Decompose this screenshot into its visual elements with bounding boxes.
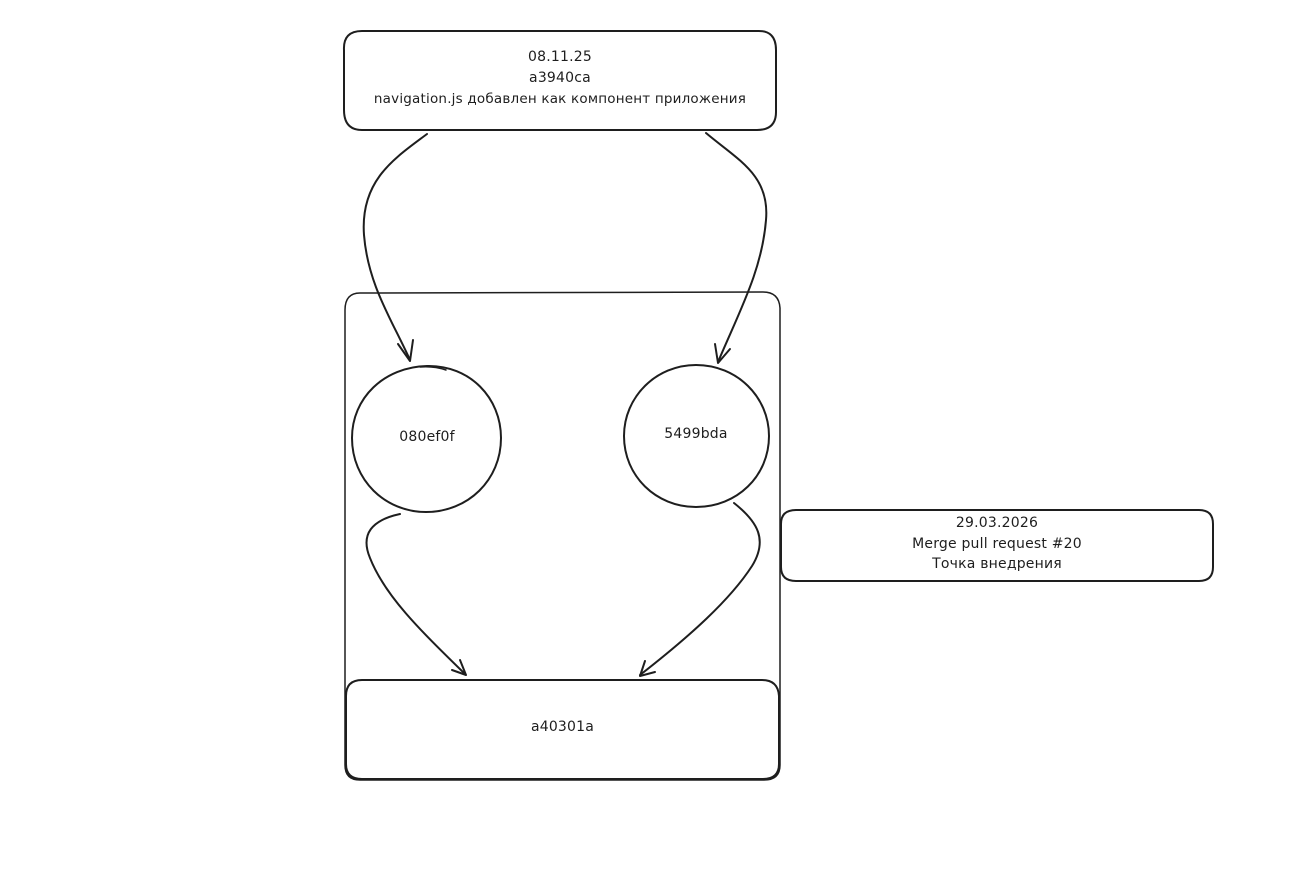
merge-commit-hash: a40301a <box>530 719 595 735</box>
top-commit-hash: a3940ca <box>529 70 591 86</box>
arrow-top-to-left-head <box>397 339 414 362</box>
arrow-top-to-left <box>362 133 428 361</box>
top-commit-message: navigation.js добавлен как компонент при… <box>373 91 747 107</box>
top-commit-date: 08.11.25 <box>528 49 592 65</box>
branch-left-node[interactable] <box>351 364 502 513</box>
merge-note-subtitle: Точка внедрения <box>932 556 1062 572</box>
top-commit-box[interactable] <box>342 29 777 131</box>
arrow-left-to-merge-head <box>451 659 467 676</box>
merge-commit-box[interactable] <box>345 679 780 780</box>
merge-group-container <box>344 291 781 781</box>
branch-left-node-stroke-overlap <box>419 366 447 371</box>
branch-right-hash: 5499bda <box>664 426 728 442</box>
branch-right-node[interactable] <box>623 364 770 508</box>
arrow-top-to-right <box>705 132 768 363</box>
merge-note-box[interactable] <box>780 509 1214 582</box>
branch-left-hash: 080ef0f <box>399 429 455 445</box>
merge-note-title: Merge pull request #20 <box>912 536 1082 552</box>
arrow-left-to-merge <box>365 513 466 675</box>
arrow-top-to-right-head <box>714 343 731 364</box>
arrow-right-to-merge <box>639 502 761 676</box>
merge-note-date: 29.03.2026 <box>955 515 1039 531</box>
arrow-right-to-merge-head <box>639 660 656 677</box>
